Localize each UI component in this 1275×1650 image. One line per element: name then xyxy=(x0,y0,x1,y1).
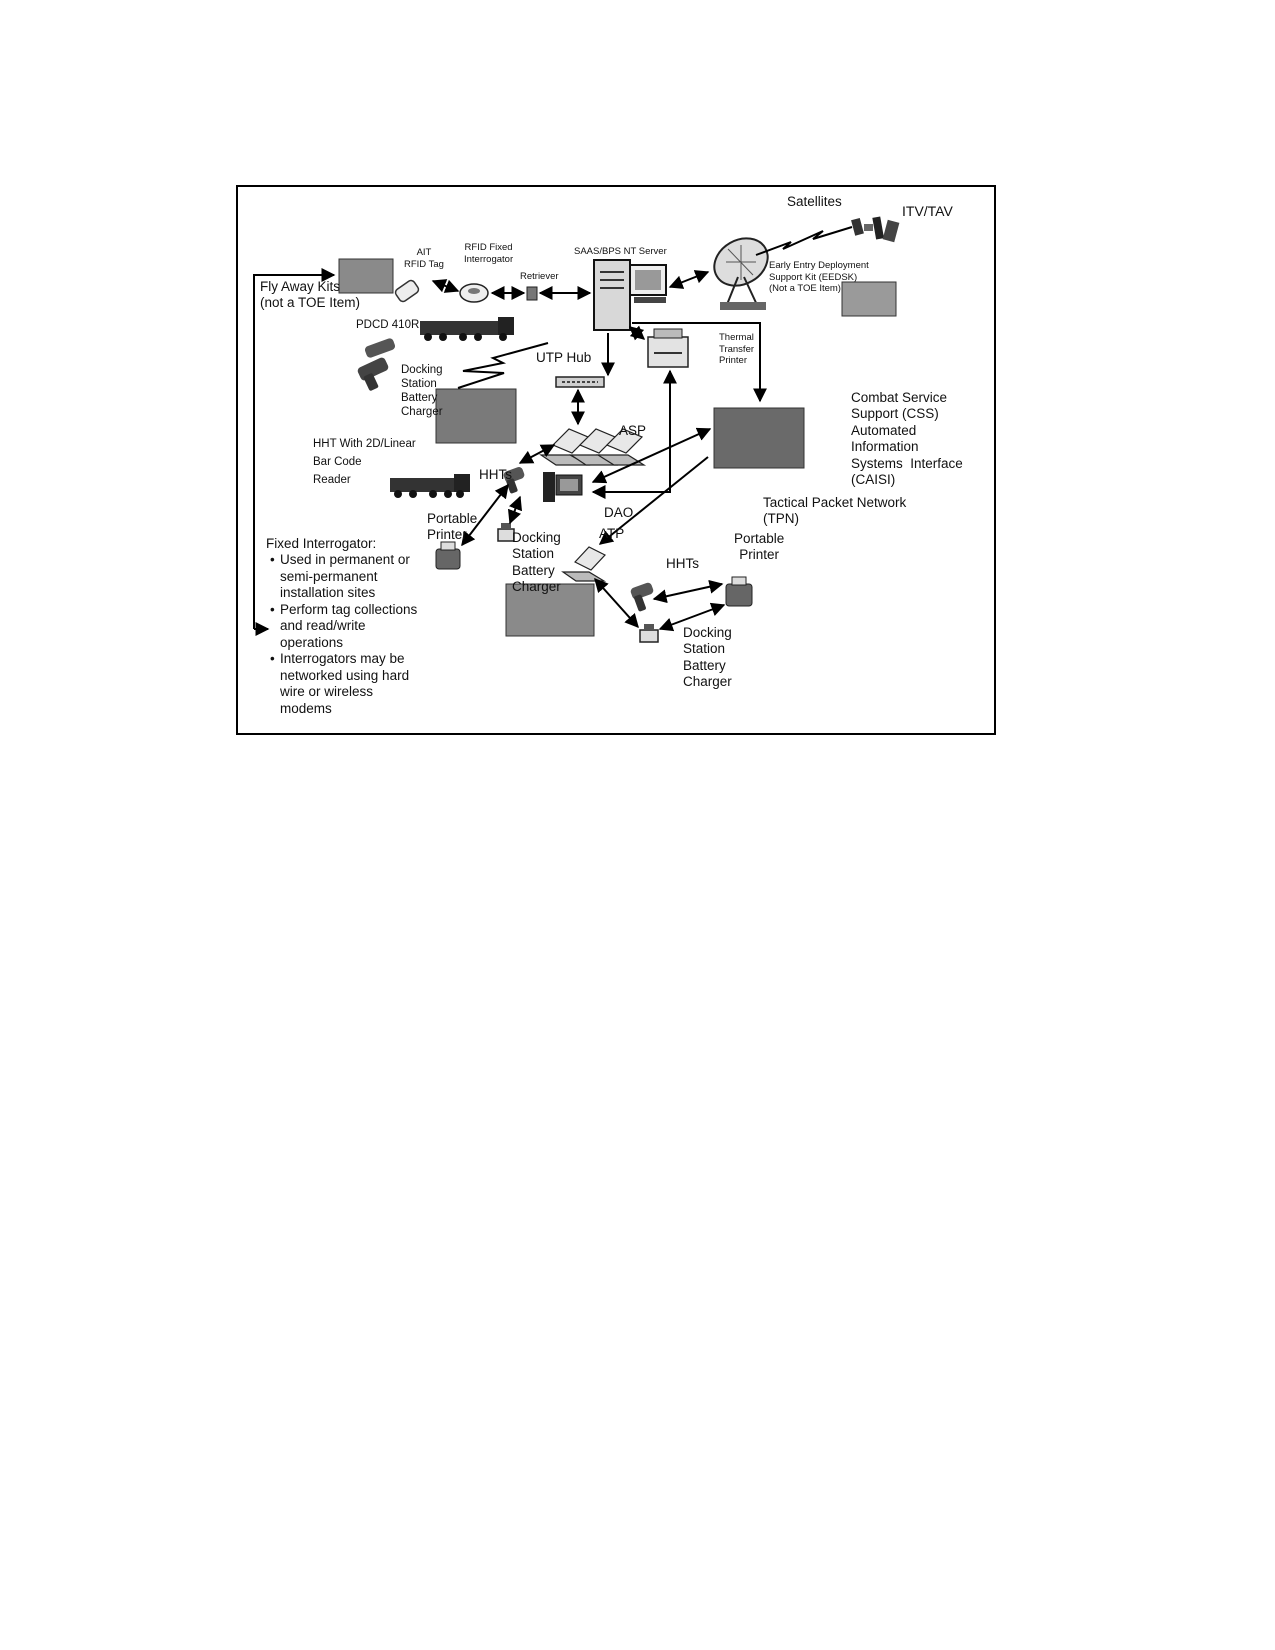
label-docking-station-1: Docking Station Battery Charger xyxy=(401,364,443,419)
rfid-tag-icon xyxy=(394,279,420,303)
handheld-scanner-icon xyxy=(503,467,525,494)
label-eedsk: Early Entry Deployment Support Kit (EEDS… xyxy=(769,260,869,295)
monitor-icon xyxy=(629,264,667,303)
label-fixed-interrogator: Fixed Interrogator: Used in permanent or… xyxy=(266,536,417,717)
fixed-interrogator-list: Used in permanent or semi-permanent inst… xyxy=(266,552,417,717)
handheld-scanner-icon xyxy=(357,338,396,391)
portable-printer-icon xyxy=(435,541,461,570)
truck-icon xyxy=(390,474,470,498)
list-item: Used in permanent or semi-permanent inst… xyxy=(266,552,417,601)
label-fly-away-kits: Fly Away Kits (not a TOE Item) xyxy=(260,279,361,311)
label-portable-printer-2: Portable Printer xyxy=(734,531,785,563)
label-atp: ATP xyxy=(599,526,625,541)
list-item: Perform tag collections and read/write o… xyxy=(266,602,417,651)
dao-workstation-icon xyxy=(543,472,583,502)
label-pdcd: PDCD 410R xyxy=(356,319,420,331)
server-icon xyxy=(593,259,631,331)
label-retriever: Retriever xyxy=(520,271,559,282)
laptop-icon xyxy=(561,546,607,582)
label-hht-reader: HHT With 2D/Linear Bar Code Reader xyxy=(313,438,416,487)
docking-printer-link xyxy=(658,602,726,632)
hht-printer-link xyxy=(461,483,509,547)
label-portable-printer-1: Portable Printer xyxy=(427,511,478,543)
satellite-link xyxy=(755,226,853,256)
vehicle-photo-icon xyxy=(505,583,595,637)
label-docking-station-3: Docking Station Battery Charger xyxy=(683,625,732,690)
equipment-photo-icon xyxy=(435,388,517,444)
network-diagram: Satellites ITV/TAV AIT RFID Tag RFID Fix… xyxy=(236,185,996,735)
thermal-printer-icon xyxy=(647,328,689,368)
atp-docking-link xyxy=(594,577,639,629)
connector-layer xyxy=(253,216,900,643)
caisi-photo-icon xyxy=(713,407,805,469)
server-caisi-link xyxy=(632,322,767,403)
label-tpn: Tactical Packet Network (TPN) xyxy=(763,495,907,527)
retriever-icon xyxy=(526,286,538,301)
label-utp-hub: UTP Hub xyxy=(536,350,592,365)
list-item: Interrogators may be networked using har… xyxy=(266,651,417,717)
server-printer-link xyxy=(628,325,646,341)
satellite-icon xyxy=(851,217,873,236)
portable-printer-icon xyxy=(725,576,753,607)
interrogator-icon xyxy=(459,283,489,303)
handheld-scanner-icon xyxy=(630,582,654,612)
wireless-link xyxy=(457,342,549,389)
truck-icon xyxy=(420,317,514,341)
fly-away-kit-photo-icon xyxy=(338,258,394,294)
docking-station-icon xyxy=(639,624,659,643)
fly-away-connector xyxy=(253,268,336,629)
label-saas-server: SAAS/BPS NT Server xyxy=(574,246,667,257)
label-ait-rfid-tag: AIT RFID Tag xyxy=(404,247,444,270)
hht2-printer-link xyxy=(652,579,724,604)
eedsk-photo-icon xyxy=(841,281,897,317)
label-dao: DAO xyxy=(604,505,634,520)
label-hhts-1: HHTs xyxy=(479,467,512,482)
label-satellites: Satellites xyxy=(787,194,842,209)
label-docking-station-2: Docking Station Battery Charger xyxy=(512,530,561,595)
label-hhts-2: HHTs xyxy=(666,556,699,571)
label-rfid-fixed-interrogator: RFID Fixed Interrogator xyxy=(464,242,514,265)
satellite-dish-icon xyxy=(713,237,769,310)
hub-icon xyxy=(555,376,605,388)
server-dish-link xyxy=(668,270,710,289)
label-itv-tav: ITV/TAV xyxy=(902,203,953,219)
label-thermal-printer: Thermal Transfer Printer xyxy=(719,332,755,367)
printer-dao-link xyxy=(591,369,677,499)
caisi-atp-link xyxy=(598,456,709,545)
label-caisi: Combat Service Support (CSS) Automated I… xyxy=(851,390,963,488)
hht-docking-link xyxy=(507,495,523,525)
hht-asp-link xyxy=(518,444,556,464)
satellite-icon xyxy=(872,216,900,243)
label-asp: ASP xyxy=(619,423,647,438)
caisi-dao-link xyxy=(591,427,712,484)
tag-interrogator-link xyxy=(431,279,460,293)
